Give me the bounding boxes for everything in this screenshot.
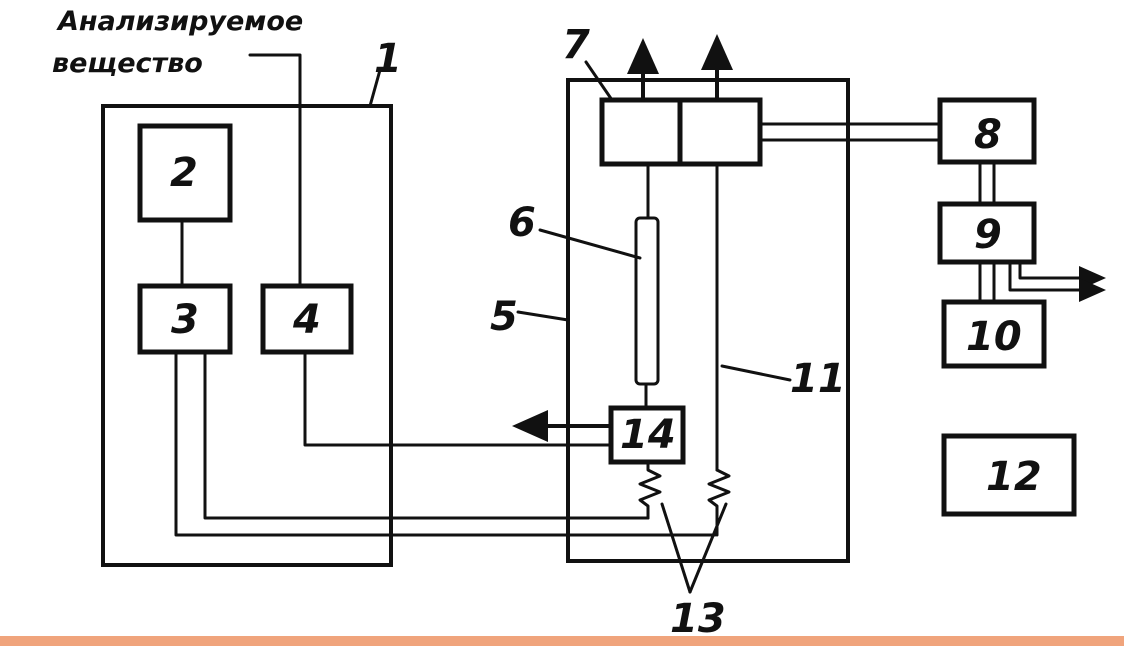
label-12: 12 xyxy=(986,454,1042,500)
line-4-to-14 xyxy=(303,350,614,447)
panel-1 xyxy=(101,104,393,567)
output-9-a xyxy=(1018,260,1106,290)
label-7: 7 xyxy=(562,22,590,68)
label-9: 9 xyxy=(974,212,1002,258)
label-6: 6 xyxy=(508,200,536,246)
leader-1 xyxy=(368,68,382,108)
sample-inlet-line xyxy=(248,53,302,287)
label-11: 11 xyxy=(790,356,846,402)
leader-13b xyxy=(688,502,728,594)
leader-13a xyxy=(660,502,692,594)
label-2: 2 xyxy=(170,150,198,196)
block-7-left xyxy=(599,97,683,167)
label-4: 4 xyxy=(292,297,321,343)
label-14: 14 xyxy=(620,412,676,458)
caption-line-1: Анализируемое xyxy=(56,6,303,37)
label-13: 13 xyxy=(670,596,726,642)
output-9-b xyxy=(1008,260,1106,302)
block-12 xyxy=(941,433,1077,517)
block-8 xyxy=(937,97,1037,165)
block-10 xyxy=(941,299,1047,369)
block-7-right xyxy=(677,97,763,167)
bottom-accent-bar xyxy=(0,636,1124,646)
label-3: 3 xyxy=(171,297,199,343)
leader-7 xyxy=(584,60,614,102)
caption-line-2: вещество xyxy=(52,48,203,79)
line-3-to-heater-a xyxy=(203,350,650,520)
block-14 xyxy=(608,405,686,465)
heater-13-left xyxy=(638,460,662,520)
block-9 xyxy=(937,201,1037,265)
label-5: 5 xyxy=(490,294,518,340)
label-10: 10 xyxy=(966,314,1022,360)
line-3-to-heater-b xyxy=(174,350,717,537)
block-4 xyxy=(260,283,354,355)
label-1: 1 xyxy=(374,36,402,82)
column-6 xyxy=(634,216,660,386)
label-8: 8 xyxy=(974,112,1002,158)
leader-5 xyxy=(516,310,570,322)
leader-6 xyxy=(538,228,642,260)
block-2 xyxy=(137,123,233,223)
leader-11 xyxy=(720,364,792,382)
block-3 xyxy=(137,283,233,355)
heater-13-right xyxy=(707,468,731,537)
